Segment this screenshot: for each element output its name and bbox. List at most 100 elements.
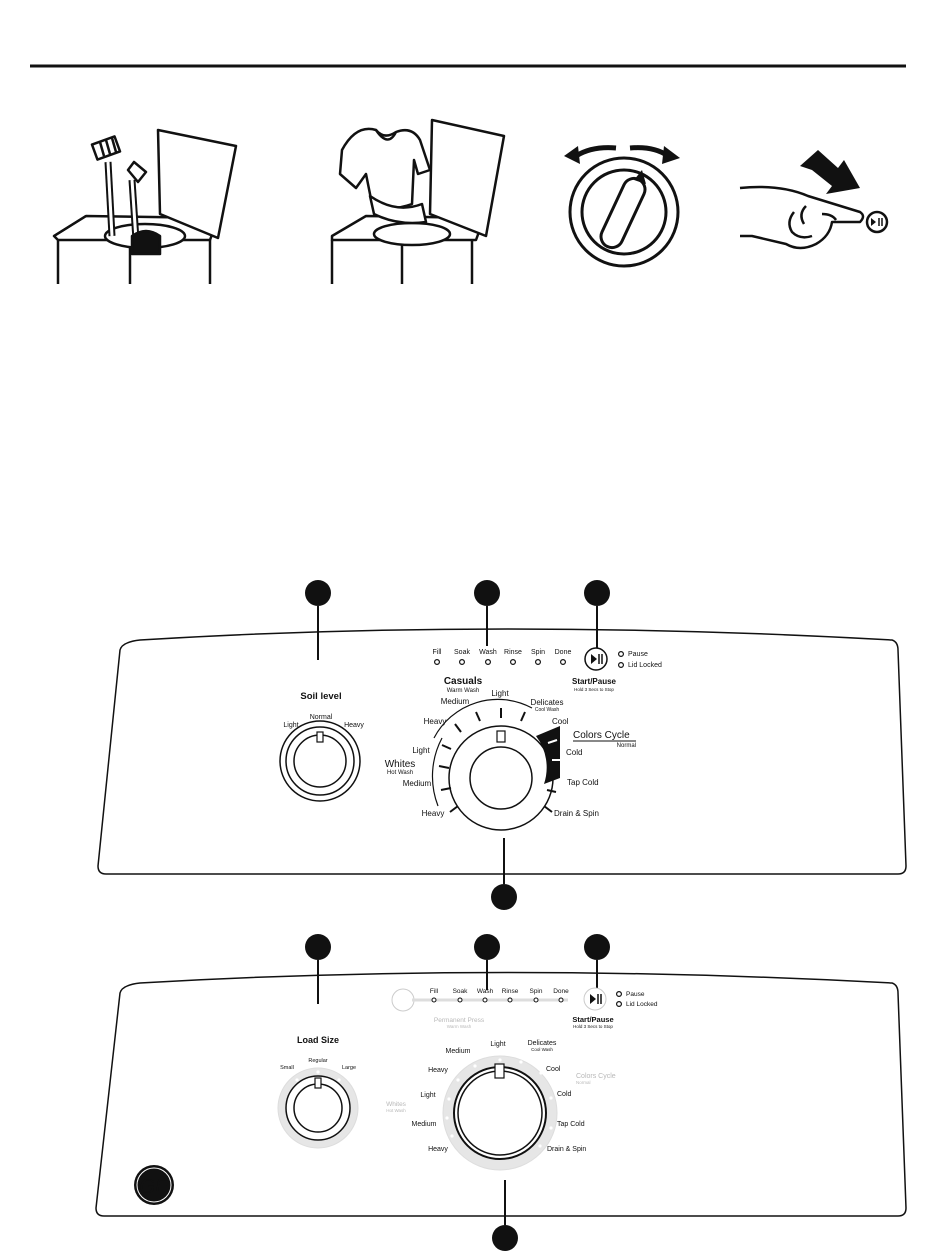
status-label: Spin	[529, 988, 542, 995]
status-label: Soak	[454, 649, 470, 656]
casuals-sub: Warm Wash	[447, 688, 480, 694]
cool-label: Cool	[552, 717, 569, 726]
control-panel-2: Permanent Press Warm Wash Fill Soak Wash…	[95, 934, 907, 1251]
casuals-light-label: Light	[491, 689, 509, 698]
permanent-press-sub: Warm Wash	[447, 1024, 472, 1029]
callout-dot	[474, 934, 500, 960]
soil-light-label: Light	[283, 722, 298, 729]
start-pause-note: Hold 3 Secs to Stop	[573, 1024, 613, 1029]
hoses-in-washer-icon	[52, 128, 238, 284]
start-pause-label: Start/Pause	[572, 677, 617, 686]
turn-dial-icon	[564, 145, 680, 268]
load-regular-label: Regular	[308, 1058, 327, 1064]
start-pause-button[interactable]	[583, 987, 607, 1011]
callout-dot	[492, 1225, 518, 1251]
whites-label: Whites	[385, 759, 416, 770]
whites-medium-label: Medium	[412, 1121, 437, 1128]
whites-heavy-label: Heavy	[422, 809, 445, 818]
cycle-selector-dial[interactable]	[431, 698, 561, 831]
ge-logo: GE	[134, 1165, 174, 1205]
status-light	[457, 997, 463, 1003]
pause-label: Pause	[628, 651, 648, 658]
delicates-label: Delicates	[528, 1040, 557, 1047]
load-small-label: Small	[280, 1065, 294, 1071]
tap-cold-label: Tap Cold	[557, 1121, 585, 1128]
load-size-knob[interactable]	[277, 1067, 359, 1149]
control-panel-1: Fill Soak Wash Rinse Spin Done Start/Pau…	[97, 580, 907, 910]
status-light	[534, 658, 541, 665]
permanent-press-label: Permanent Press	[434, 1017, 485, 1024]
lid-locked-label: Lid Locked	[626, 1001, 658, 1008]
soil-level-knob[interactable]	[279, 720, 361, 802]
soil-heavy-label: Heavy	[344, 722, 364, 729]
drain-spin-label: Drain & Spin	[547, 1146, 586, 1153]
press-start-icon	[739, 150, 889, 250]
status-light	[507, 997, 513, 1003]
cycle-selector-dial[interactable]	[442, 1055, 558, 1171]
whites-sub: Hot Wash	[387, 770, 413, 776]
status-label: Wash	[479, 649, 497, 656]
pause-light	[615, 990, 622, 997]
start-pause-note: Hold 3 Secs to Stop	[574, 687, 614, 692]
status-label: Rinse	[504, 649, 522, 656]
colors-cycle-sub: Normal	[617, 743, 636, 749]
status-label: Fill	[430, 988, 439, 995]
load-large-label: Large	[342, 1065, 356, 1071]
status-light	[482, 997, 488, 1003]
lid-locked-label: Lid Locked	[628, 662, 662, 669]
status-light	[459, 658, 466, 665]
play-pause-icon	[591, 654, 597, 664]
start-pause-button[interactable]	[584, 647, 608, 671]
light-label: Light	[490, 1041, 505, 1048]
soil-normal-label: Normal	[310, 714, 333, 721]
load-clothes-icon	[330, 118, 506, 284]
status-light	[434, 658, 441, 665]
load-size-title: Load Size	[297, 1035, 339, 1045]
cold-label: Cold	[557, 1091, 572, 1098]
casuals-label: Casuals	[444, 676, 483, 687]
status-light	[533, 997, 539, 1003]
play-pause-icon	[590, 994, 596, 1004]
drain-spin-label: Drain & Spin	[554, 809, 599, 818]
colors-cycle-sub: Normal	[576, 1080, 591, 1085]
status-label: Done	[553, 988, 569, 995]
tap-cold-label: Tap Cold	[567, 778, 599, 787]
delicates-label: Delicates	[531, 698, 564, 707]
start-pause-label: Start/Pause	[572, 1015, 613, 1024]
status-light	[558, 997, 564, 1003]
status-label: Spin	[531, 649, 545, 656]
whites-sub: Hot Wash	[386, 1108, 406, 1113]
status-label: Done	[555, 649, 572, 656]
medium-label: Medium	[446, 1048, 471, 1055]
panel-outline	[95, 971, 907, 1217]
cold-label: Cold	[566, 748, 582, 757]
status-light	[559, 658, 566, 665]
status-label: Wash	[477, 988, 494, 995]
pause-label: Pause	[626, 991, 645, 998]
delicates-sub: Cool Wash	[535, 707, 559, 713]
callout-dot	[584, 580, 610, 606]
cycle-status-indicators: Fill Soak Wash Rinse Spin Done	[412, 988, 569, 1003]
soil-level-title: Soil level	[300, 691, 341, 702]
callout-dot	[584, 934, 610, 960]
status-light	[431, 997, 437, 1003]
status-label: Fill	[433, 649, 442, 656]
callout-dot	[305, 934, 331, 960]
colors-cycle-label: Colors Cycle	[573, 730, 630, 741]
heavy-label: Heavy	[428, 1067, 448, 1074]
permanent-press-button[interactable]	[391, 988, 415, 1012]
lid-locked-light	[617, 661, 624, 668]
delicates-sub: Cool Wash	[531, 1047, 553, 1052]
callout-dot	[474, 580, 500, 606]
whites-light-label: Light	[412, 746, 430, 755]
whites-label: Whites	[386, 1101, 407, 1108]
whites-light-label: Light	[420, 1092, 435, 1099]
status-label: Rinse	[502, 988, 519, 995]
whites-heavy-label: Heavy	[428, 1146, 448, 1153]
cycle-status-indicators: Fill Soak Wash Rinse Spin Done	[433, 649, 572, 665]
status-label: Soak	[453, 988, 469, 995]
callout-dot	[491, 884, 517, 910]
whites-medium-label: Medium	[403, 779, 432, 788]
casuals-heavy-label: Heavy	[424, 717, 447, 726]
